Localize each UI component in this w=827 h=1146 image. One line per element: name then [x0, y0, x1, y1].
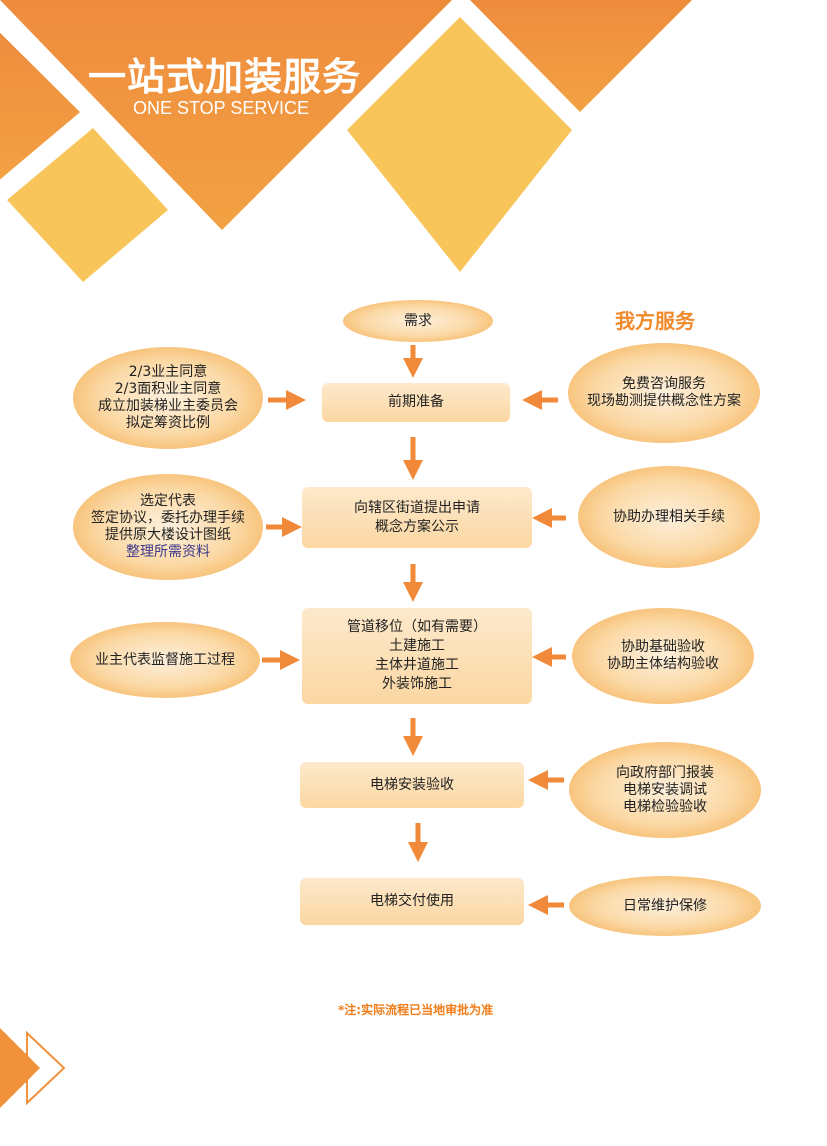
step-line: 概念方案公示	[375, 518, 459, 535]
step-line: 外装饰施工	[382, 676, 452, 692]
footnote: *注:实际流程已当地审批为准	[338, 1003, 494, 1017]
header-triangle	[0, 0, 452, 230]
step-construction: 管道移位（如有需要） 土建施工主体井道施工外装饰施工	[302, 608, 532, 704]
step-line: 前期准备	[388, 394, 444, 410]
step-application: 向辖区街道提出申请概念方案公示	[302, 487, 532, 548]
service-line: 日常维护保修	[623, 897, 707, 914]
service-line: 协助主体结构验收	[607, 656, 719, 672]
service-line: 协助基础验收	[621, 639, 705, 655]
left-yellow-diamond	[7, 128, 168, 282]
service-line: 电梯安装调试	[623, 781, 707, 798]
service-line: 电梯检验验收	[623, 798, 707, 815]
task-line: 签定协议，委托办理手续	[91, 510, 245, 526]
page-title: 一站式加装服务	[88, 55, 362, 99]
our-service-heading: 我方服务	[615, 309, 695, 333]
task-line: 选定代表	[140, 493, 196, 509]
our-service-5: 日常维护保修	[569, 876, 761, 936]
our-service-1: 免费咨询服务现场勘测提供概念性方案	[568, 343, 760, 443]
service-line: 免费咨询服务	[622, 376, 706, 392]
our-service-2: 协助办理相关手续	[578, 466, 760, 568]
center-yellow-diamond	[347, 17, 572, 272]
task-line: 整理所需资料	[126, 544, 210, 560]
footer-chevron-outline	[26, 1030, 66, 1106]
step-line: 电梯安装验收	[370, 776, 454, 793]
flow-arrows	[262, 345, 566, 915]
step-delivery: 电梯交付使用	[300, 878, 524, 925]
step-line: 主体井道施工	[375, 657, 459, 673]
step-preparation: 前期准备	[322, 383, 510, 422]
our-service-4: 向政府部门报装电梯安装调试电梯检验验收	[569, 742, 761, 838]
page-subtitle: ONE STOP SERVICE	[133, 98, 310, 118]
service-line: 现场勘测提供概念性方案	[587, 393, 741, 409]
step-line: 管道移位（如有需要）	[347, 619, 487, 635]
task-line: 2/3面积业主同意	[114, 381, 222, 397]
service-line: 协助办理相关手续	[613, 508, 725, 525]
step-installation-acceptance: 电梯安装验收	[300, 762, 524, 808]
owner-task-2: 选定代表签定协议，委托办理手续提供原大楼设计图纸整理所需资料	[73, 474, 263, 580]
start-label: 需求	[404, 312, 432, 329]
start-node: 需求	[343, 300, 493, 342]
step-line: 向辖区街道提出申请	[354, 499, 480, 516]
step-line: 土建施工	[389, 638, 445, 654]
task-line: 2/3业主同意	[128, 364, 208, 380]
left-orange-shape	[0, 32, 80, 180]
task-line: 业主代表监督施工过程	[95, 651, 235, 668]
task-line: 拟定筹资比例	[126, 415, 210, 431]
our-service-3: 协助基础验收协助主体结构验收	[572, 608, 754, 704]
owner-task-3: 业主代表监督施工过程	[70, 622, 260, 698]
service-line: 向政府部门报装	[616, 764, 714, 781]
task-line: 提供原大楼设计图纸	[105, 527, 231, 543]
footer-chevron-filled	[0, 1028, 40, 1108]
task-line: 成立加装梯业主委员会	[98, 398, 238, 414]
right-orange-triangle	[470, 0, 692, 112]
step-line: 电梯交付使用	[370, 893, 454, 909]
